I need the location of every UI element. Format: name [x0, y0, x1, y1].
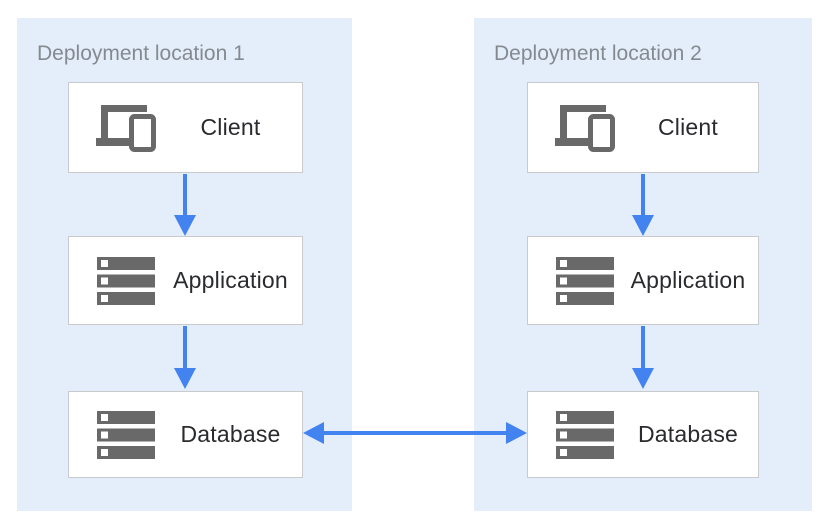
node-label: Application: [173, 267, 288, 293]
client-devices-icon: [95, 103, 159, 153]
server-stack-icon: [554, 410, 618, 459]
node-label: Application: [630, 267, 746, 293]
node-label: Database: [180, 421, 281, 447]
node-application-1: Application: [68, 236, 303, 325]
node-application-2: Application: [527, 236, 759, 325]
deployment-location-1-panel: Deployment location 1 Client: [17, 18, 352, 511]
server-stack-icon: [95, 410, 159, 459]
deployment-location-2-panel: Deployment location 2 Client: [474, 18, 812, 511]
node-label: Database: [637, 421, 739, 447]
node-database-2: Database: [527, 391, 759, 478]
client-devices-icon: [554, 103, 618, 153]
server-stack-icon: [95, 256, 159, 305]
node-client-2: Client: [527, 82, 759, 173]
panel-title-2: Deployment location 2: [494, 42, 702, 65]
server-stack-icon: [554, 256, 618, 305]
panel-title-1: Deployment location 1: [37, 42, 245, 65]
node-client-1: Client: [68, 82, 303, 173]
node-label: Client: [657, 114, 718, 140]
node-label: Client: [200, 114, 261, 140]
node-database-1: Database: [68, 391, 303, 478]
